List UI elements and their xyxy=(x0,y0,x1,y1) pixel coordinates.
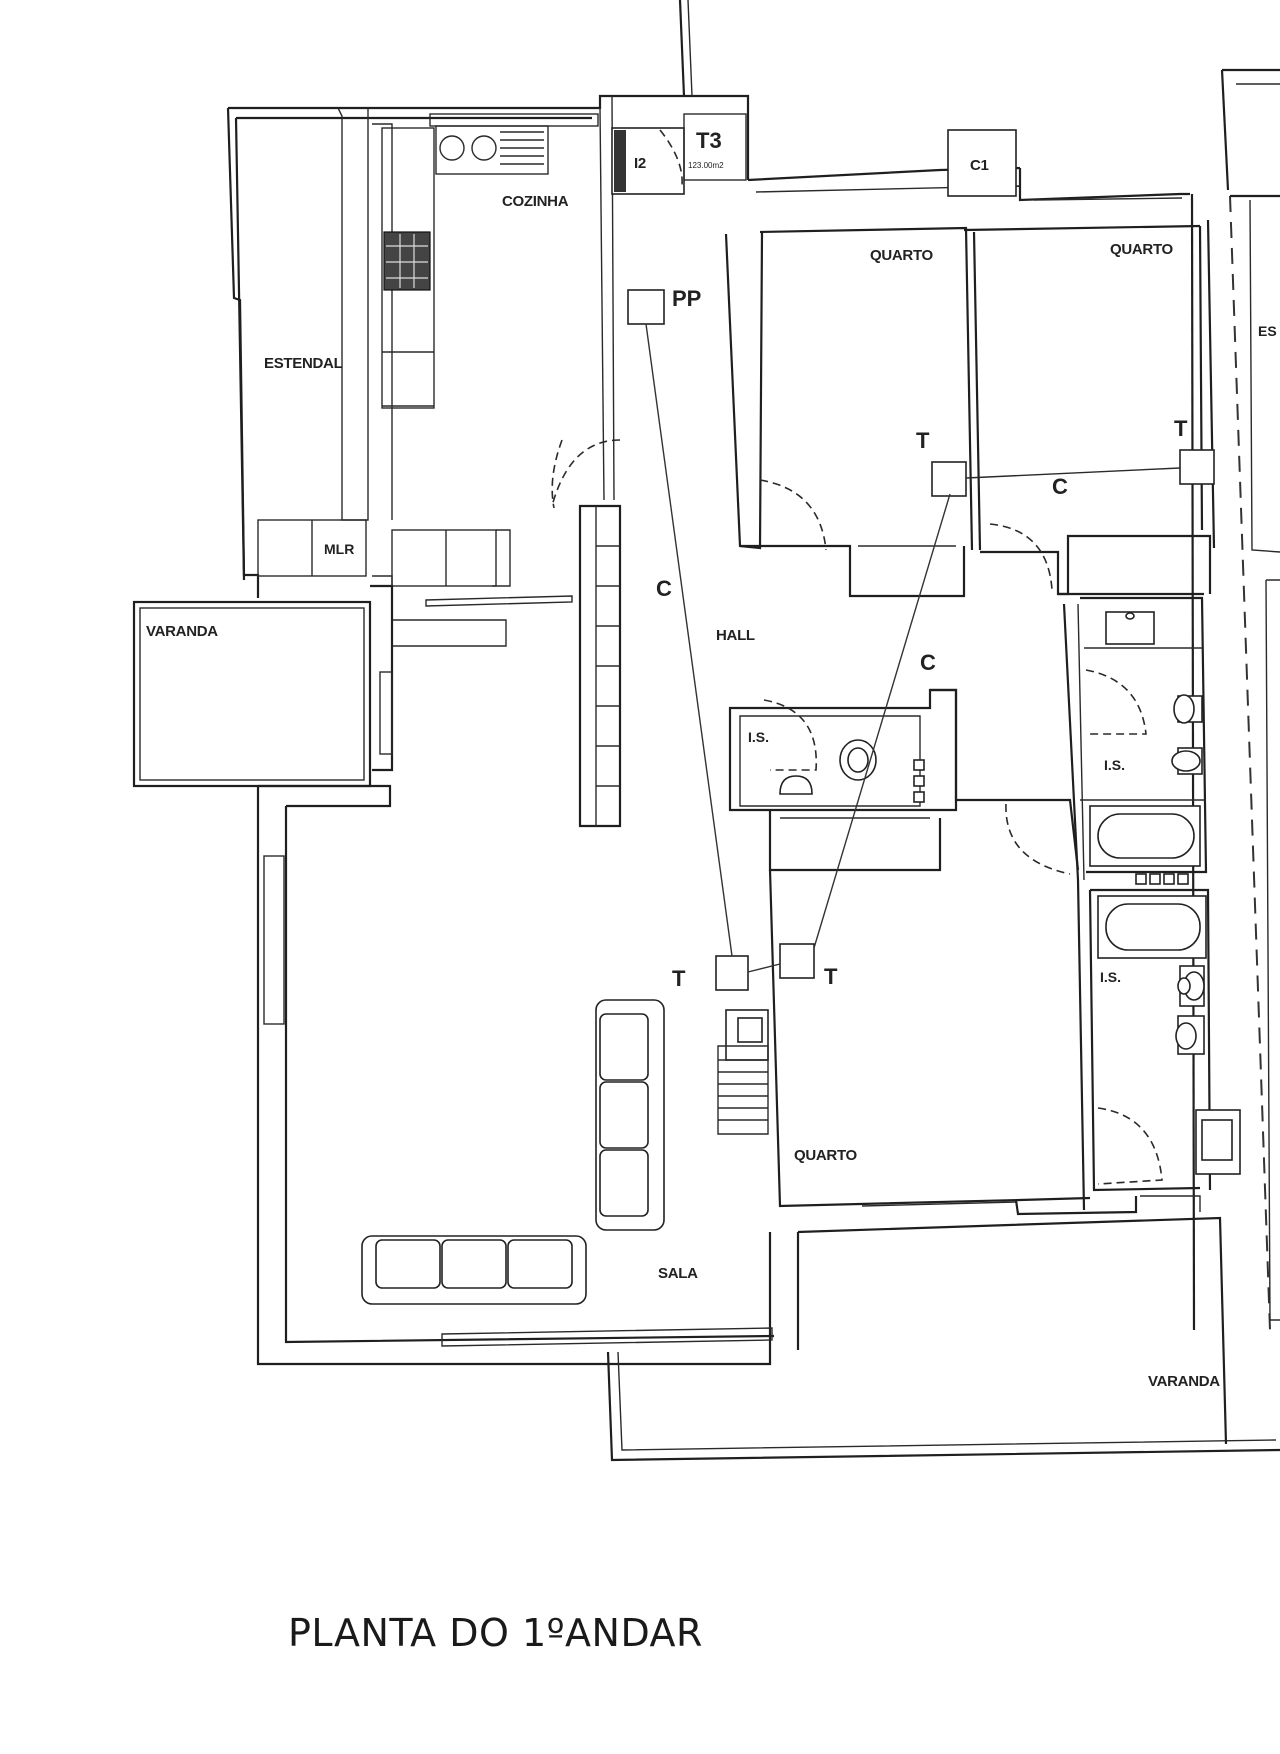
t-box-sala xyxy=(715,955,749,991)
sofa-horizontal xyxy=(361,1235,587,1305)
quarto-bottom-label: QUARTO xyxy=(794,1147,858,1164)
pp-box xyxy=(627,289,665,325)
c-quartos-label: C xyxy=(1052,474,1068,499)
electrical-wiring xyxy=(627,289,951,991)
est-cut-label: ES xyxy=(1258,323,1277,339)
t-top-left-label: T xyxy=(916,428,930,453)
pp-label: PP xyxy=(672,286,701,311)
walls-sala xyxy=(256,784,775,1366)
quarto-top-left-label: QUARTO xyxy=(870,247,934,264)
is-right-bottom-label: I.S. xyxy=(1100,969,1121,985)
t-quarto-label: T xyxy=(824,964,838,989)
meter-area xyxy=(611,113,747,195)
quarto-top-right-label: QUARTO xyxy=(1110,241,1174,258)
mlr-label: MLR xyxy=(324,541,354,557)
t3-area-label: 123.00m2 xyxy=(688,161,724,170)
t-top-right-label: T xyxy=(1174,416,1188,441)
i2-label: I2 xyxy=(634,155,646,172)
t-box-quarto xyxy=(779,943,815,979)
walls-quarto-bottom xyxy=(717,869,1201,1216)
t-sala-label: T xyxy=(672,966,686,991)
varanda-bottom-label: VARANDA xyxy=(1148,1373,1220,1390)
is-small xyxy=(728,688,958,812)
is-right-top-label: I.S. xyxy=(1104,757,1125,773)
varanda-left-label: VARANDA xyxy=(146,623,218,640)
c1-box xyxy=(947,129,1017,197)
walls-quartos-top xyxy=(740,168,1271,1331)
cozinha-label: COZINHA xyxy=(502,193,569,210)
walls-corridor-mid xyxy=(768,603,1086,1211)
sofa-vertical xyxy=(595,999,665,1231)
varanda-left xyxy=(132,584,394,788)
c-hall-label: C xyxy=(656,576,672,601)
walls-service xyxy=(257,519,573,670)
estendal-label: ESTENDAL xyxy=(264,355,343,372)
t3-label: T3 xyxy=(696,128,722,153)
doors-top xyxy=(551,439,1053,591)
kitchen-counters xyxy=(381,113,599,409)
plan-title: PLANTA DO 1ºANDAR xyxy=(288,1611,703,1655)
c-mid-label: C xyxy=(920,650,936,675)
is-small-label: I.S. xyxy=(748,729,769,745)
walls-far-right xyxy=(678,0,1280,1321)
walls-right-bathrooms xyxy=(1080,596,1241,1192)
hall-label: HALL xyxy=(716,627,755,644)
sala-label: SALA xyxy=(658,1265,698,1282)
varanda-bottom xyxy=(606,1216,1280,1462)
c1-label: C1 xyxy=(970,157,989,174)
